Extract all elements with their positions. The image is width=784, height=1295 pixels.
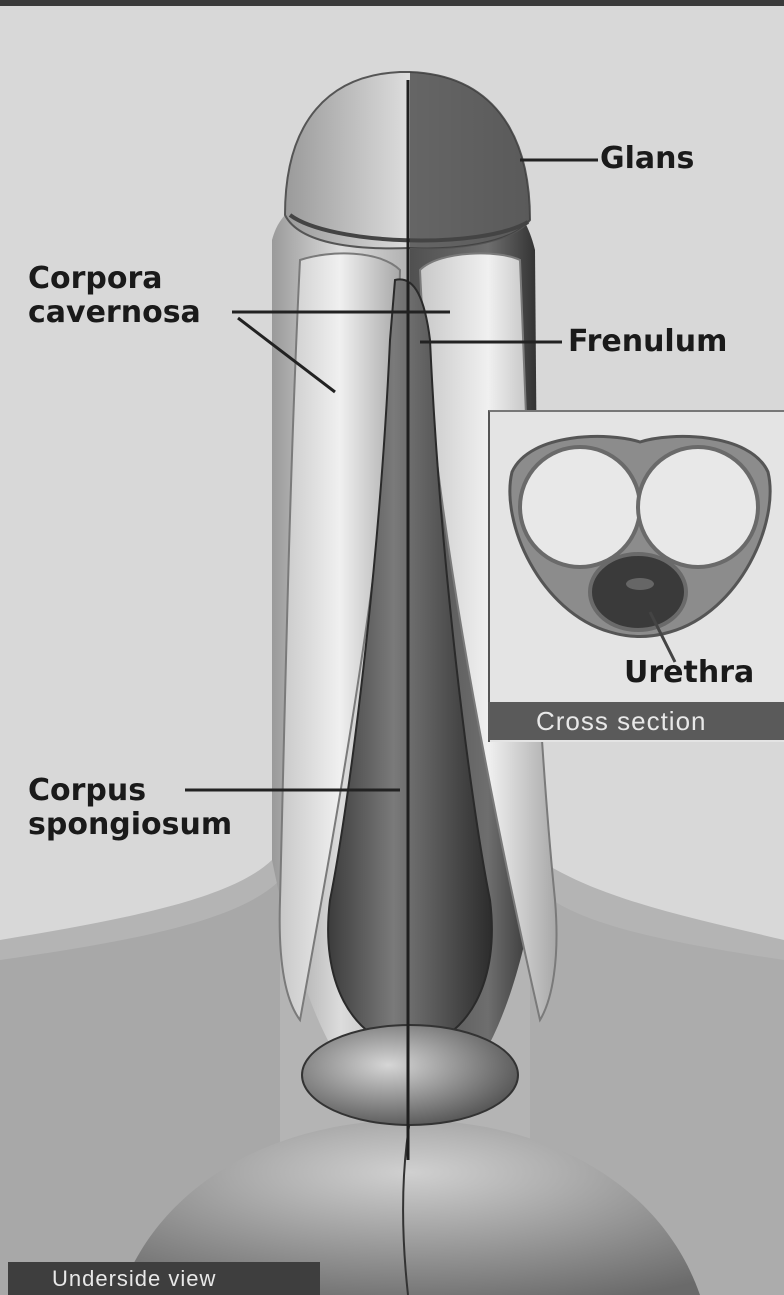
label-corpus-spongiosum-line2: spongiosum	[28, 808, 232, 842]
label-urethra: Urethra	[624, 656, 754, 690]
label-corpora-cavernosa-line2: cavernosa	[28, 296, 201, 330]
spongiosum-section	[590, 554, 686, 630]
top-border	[0, 0, 784, 6]
cavernosum-left-section	[520, 447, 640, 567]
label-corpus-spongiosum-line1: Corpus	[28, 774, 146, 808]
label-corpora-cavernosa-line1: Corpora	[28, 262, 163, 296]
caption-underside-view: Underside view	[52, 1262, 216, 1295]
cross-section-inset	[488, 410, 784, 742]
bulb	[302, 1025, 518, 1125]
label-frenulum: Frenulum	[568, 325, 727, 359]
label-glans: Glans	[600, 142, 694, 176]
urethra-lumen	[626, 578, 654, 590]
cross-section-drawing	[490, 412, 784, 742]
cavernosum-right-section	[638, 447, 758, 567]
caption-cross-section: Cross section	[536, 703, 707, 739]
